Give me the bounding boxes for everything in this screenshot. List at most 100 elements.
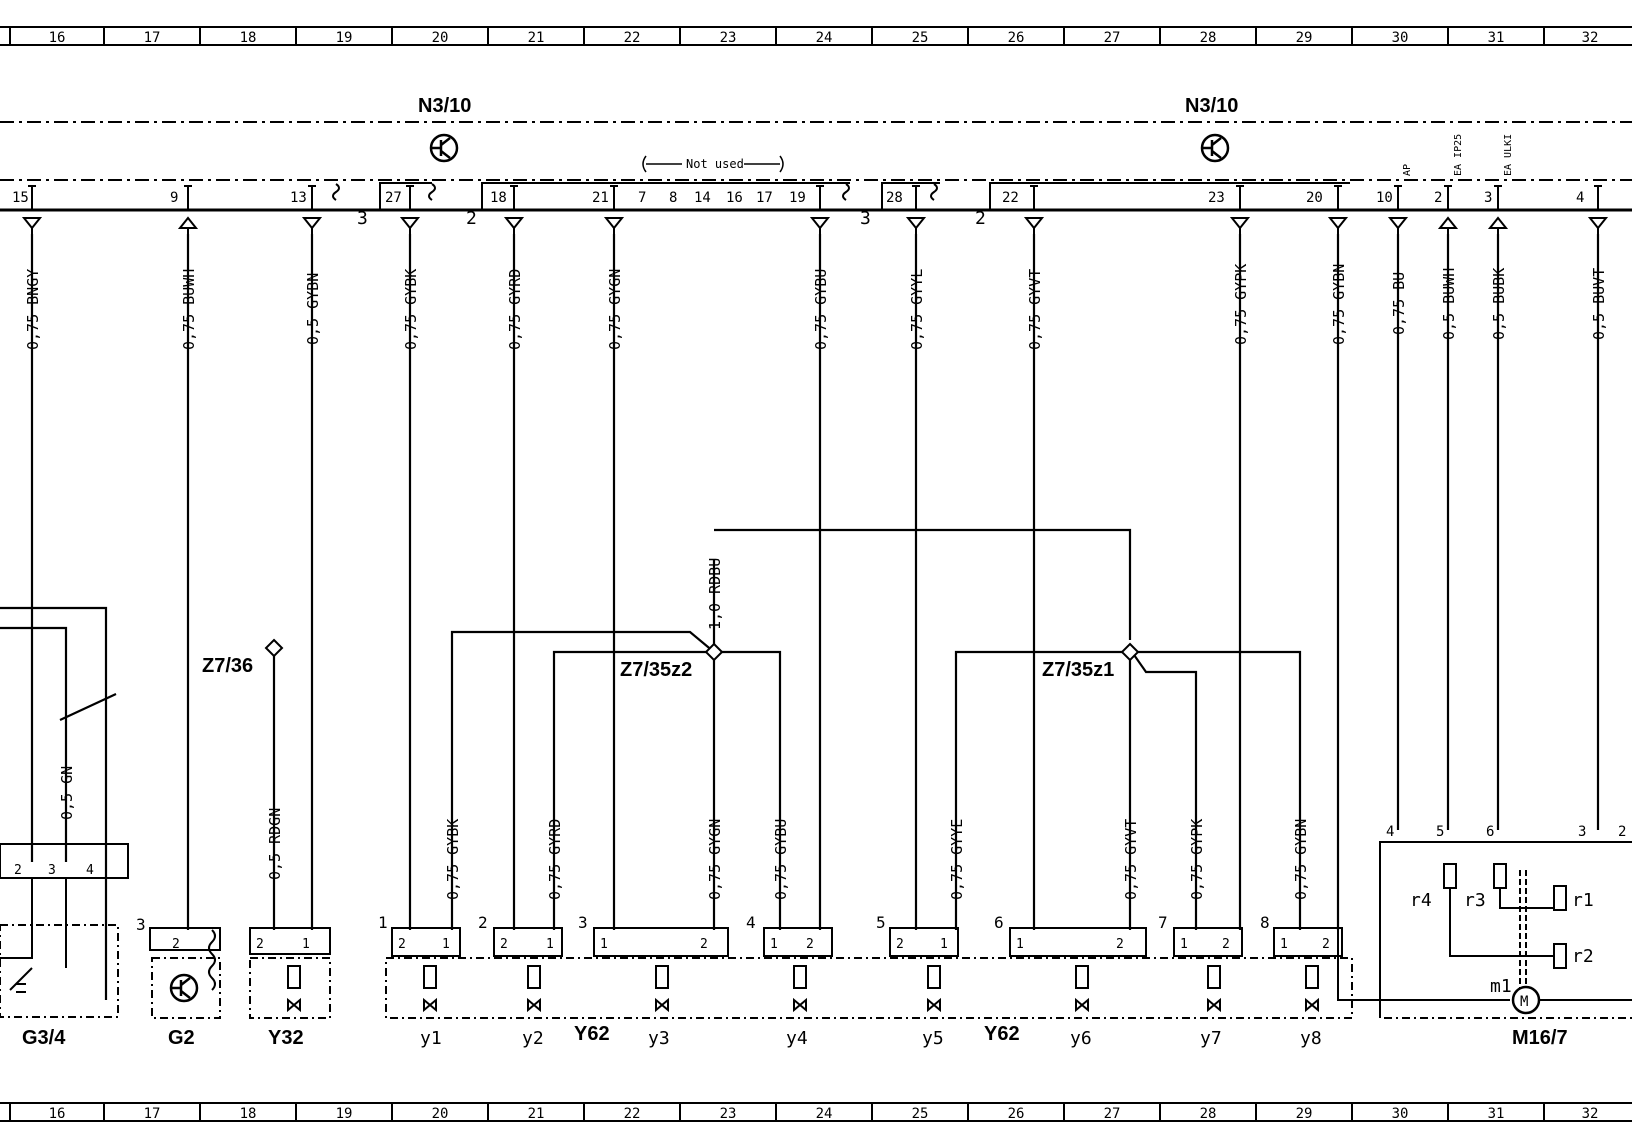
header-pin-triangles: [21, 216, 1609, 234]
component-label-y62: Y62: [574, 1023, 610, 1045]
grid-top-24: 24: [816, 30, 833, 46]
wire-label: 0,75 GYBK: [402, 269, 420, 350]
pin-28: 28: [886, 190, 903, 206]
valve-pin: 1: [546, 937, 554, 952]
valve-connector-num-5: 5: [876, 913, 886, 932]
grid-top-26: 26: [1008, 30, 1025, 46]
valve-label-y1: y1: [420, 1028, 442, 1049]
wire-label: 0,75 GYYL: [908, 269, 926, 350]
connector-3: 3: [357, 208, 368, 229]
component-label-g2: G2: [168, 1027, 195, 1049]
grid-bottom-31: 31: [1488, 1106, 1505, 1122]
grid-bottom-22: 22: [624, 1106, 641, 1122]
shield-wave-icons: [332, 183, 938, 201]
pin-13: 13: [290, 190, 307, 206]
valve-pin: 1: [1180, 937, 1188, 952]
valve-pin: 2: [500, 937, 508, 952]
m16-pin-4: 4: [1386, 824, 1394, 840]
pin-16: 16: [726, 190, 743, 206]
wire-label: 0,75 GYVT: [1122, 819, 1140, 900]
splice-label-z7-35z1: Z7/35z1: [1042, 659, 1114, 681]
module-n3-10-outline: [0, 121, 1632, 212]
wire-label: 0,75 BNGY: [24, 269, 42, 350]
transistor-icon: [1200, 133, 1230, 163]
m16-label-m1: m1: [1490, 976, 1512, 997]
valve-pin: 2: [1322, 937, 1330, 952]
valve-connector-num-8: 8: [1260, 913, 1270, 932]
grid-bottom-20: 20: [432, 1106, 449, 1122]
grid-top-29: 29: [1296, 30, 1313, 46]
y32-pin-2: 2: [256, 937, 264, 952]
grid-top-32: 32: [1582, 30, 1599, 46]
pin-19: 19: [789, 190, 806, 206]
pin-20: 20: [1306, 190, 1323, 206]
valve-pin: 2: [806, 937, 814, 952]
component-label-m16-7: M16/7: [1512, 1027, 1568, 1049]
pin-17: 17: [756, 190, 773, 206]
top-grid-ruler: [0, 26, 1632, 46]
grid-bottom-18: 18: [240, 1106, 257, 1122]
pin-side-label-ea-ip25: EA IP25: [1453, 134, 1464, 176]
connector-2: 2: [466, 208, 477, 229]
g2-pin-2: 2: [172, 937, 180, 952]
y32-frame: [249, 927, 331, 1019]
component-label-y62: Y62: [984, 1023, 1020, 1045]
g3-4-pin-3: 3: [48, 863, 56, 878]
wire-label: 0,75 GYRD: [506, 269, 524, 350]
motor-letter: M: [1520, 994, 1528, 1010]
m16-label-r3: r3: [1464, 890, 1486, 911]
valve-pin: 1: [1280, 937, 1288, 952]
pin-15: 15: [12, 190, 29, 206]
wire-label-rdgn: 0,5 RDGN: [266, 808, 284, 880]
grid-bottom-16: 16: [49, 1106, 66, 1122]
pin-9: 9: [170, 190, 178, 206]
valve-label-y3: y3: [648, 1028, 670, 1049]
wire-lines: [0, 234, 1600, 1000]
wire-label: 0,75 GYBK: [444, 819, 462, 900]
wire-label: 0,75 BUWH: [180, 269, 198, 350]
valve-pin: 1: [940, 937, 948, 952]
grid-bottom-32: 32: [1582, 1106, 1599, 1122]
module-label-n3-10-left: N3/10: [418, 95, 471, 117]
grid-top-18: 18: [240, 30, 257, 46]
grid-top-31: 31: [1488, 30, 1505, 46]
valve-pin: 2: [398, 937, 406, 952]
g3-4-frame: [0, 843, 129, 1018]
pin-27: 27: [385, 190, 402, 206]
grid-bottom-19: 19: [336, 1106, 353, 1122]
not-used-bracket: [642, 155, 784, 173]
wire-label: 0,75 GYVT: [1026, 269, 1044, 350]
valve-connector-num-4: 4: [746, 913, 756, 932]
grid-top-22: 22: [624, 30, 641, 46]
pin-2: 2: [1434, 190, 1442, 206]
grid-top-28: 28: [1200, 30, 1217, 46]
m16-7-frame: [1337, 841, 1632, 1019]
valve-label-y4: y4: [786, 1028, 808, 1049]
wire-label: 0,5 BUWH: [1440, 268, 1458, 340]
g3-4-pin-2: 2: [14, 863, 22, 878]
wire-label: 0,75 GYGN: [706, 819, 724, 900]
grid-bottom-26: 26: [1008, 1106, 1025, 1122]
grid-top-27: 27: [1104, 30, 1121, 46]
m16-label-r4: r4: [1410, 890, 1432, 911]
valve-connector-num-1: 1: [378, 913, 388, 932]
valve-label-y5: y5: [922, 1028, 944, 1049]
valve-pin: 1: [442, 937, 450, 952]
y62-frame: [385, 927, 1353, 1019]
grid-top-19: 19: [336, 30, 353, 46]
wire-label: 0,75 GYBU: [772, 819, 790, 900]
wire-label: 0,5 GYBN: [304, 273, 322, 345]
valve-label-y8: y8: [1300, 1028, 1322, 1049]
splice-label-z7-36: Z7/36: [202, 655, 253, 677]
pin-7: 7: [638, 190, 646, 206]
valve-label-y6: y6: [1070, 1028, 1092, 1049]
grid-top-25: 25: [912, 30, 929, 46]
pin-side-label-ap: AP: [1402, 164, 1413, 176]
pin-22: 22: [1002, 190, 1019, 206]
m16-pin-2: 2: [1618, 824, 1626, 840]
m16-pin-5: 5: [1436, 824, 1444, 840]
grid-top-21: 21: [528, 30, 545, 46]
connector-2: 2: [975, 208, 986, 229]
grid-bottom-27: 27: [1104, 1106, 1121, 1122]
